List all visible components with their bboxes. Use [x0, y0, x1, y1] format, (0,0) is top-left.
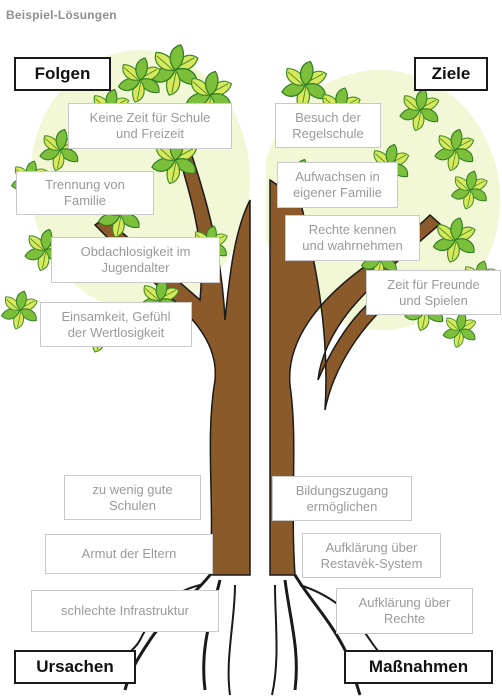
- category-folgen: Folgen: [14, 57, 111, 91]
- category-massnahmen: Maßnahmen: [344, 650, 493, 684]
- category-ziele: Ziele: [414, 57, 488, 91]
- ursachen-item: schlechte Infrastruktur: [31, 590, 219, 632]
- page-title: Beispiel-Lösungen: [6, 8, 117, 22]
- split-gap: [252, 60, 266, 700]
- category-ursachen: Ursachen: [14, 650, 136, 684]
- ursachen-item: Armut der Eltern: [45, 534, 213, 574]
